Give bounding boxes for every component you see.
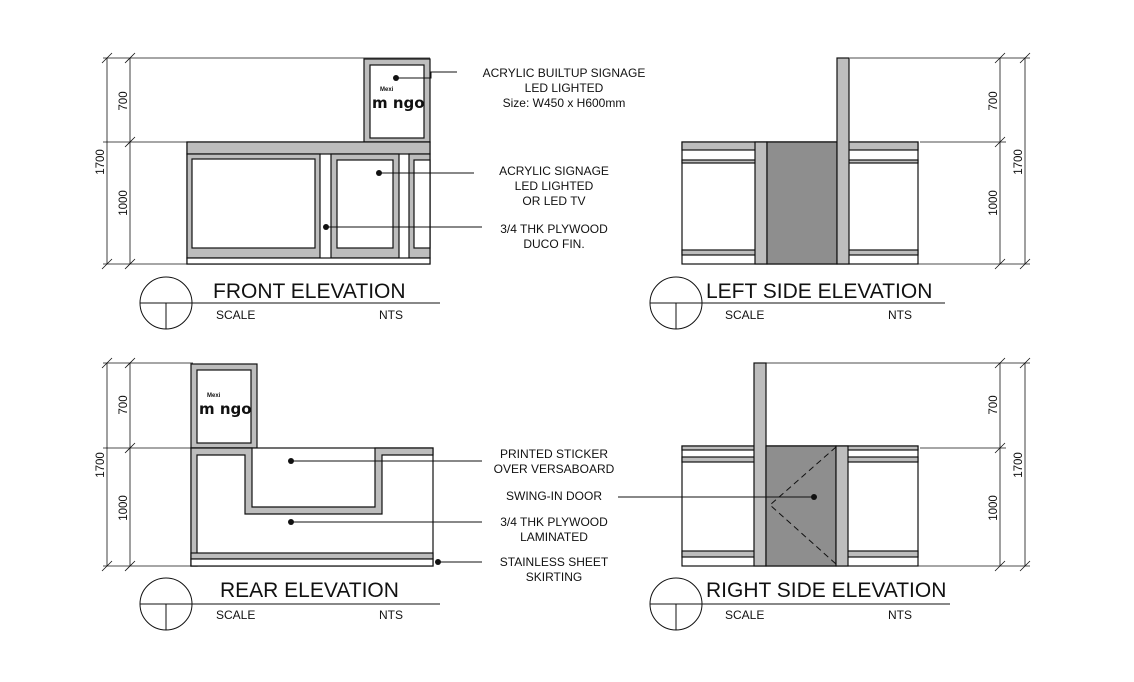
left-title-block: LEFT SIDE ELEVATION SCALE NTS xyxy=(649,276,945,330)
note-stainless-sheet: STAINLESS SHEET xyxy=(500,555,609,569)
left-dimension-lines xyxy=(850,52,1031,270)
right-dimension-lines xyxy=(765,357,1031,572)
right-dim-700: 700 xyxy=(988,395,1000,414)
right-scale-label: SCALE xyxy=(725,608,764,622)
rear-dimension-lines xyxy=(101,357,193,572)
rear-title-block: REAR ELEVATION SCALE NTS xyxy=(139,577,440,631)
note-skirting: SKIRTING xyxy=(526,570,582,584)
rear-logo-small: Mexi xyxy=(207,393,221,399)
front-title-block: FRONT ELEVATION SCALE NTS xyxy=(139,276,440,330)
right-dim-1700: 1700 xyxy=(1013,452,1025,478)
left-dim-700: 700 xyxy=(988,91,1000,110)
rear-scale-value: NTS xyxy=(379,608,403,622)
front-scale-value: NTS xyxy=(379,308,403,322)
front-elevation-title: FRONT ELEVATION xyxy=(213,280,406,303)
note-printed-sticker: PRINTED STICKER xyxy=(500,447,608,461)
rear-elevation-title: REAR ELEVATION xyxy=(220,579,399,602)
note-led-lighted-2: LED LIGHTED xyxy=(515,179,594,193)
note-laminated: LAMINATED xyxy=(520,530,588,544)
note-signage-size: Size: W450 x H600mm xyxy=(503,96,626,110)
note-duco-fin: DUCO FIN. xyxy=(523,237,584,251)
note-plywood-laminated: 3/4 THK PLYWOOD xyxy=(500,515,608,529)
rear-dim-1700: 1700 xyxy=(95,452,107,478)
note-plywood-duco: 3/4 THK PLYWOOD xyxy=(500,222,608,236)
front-scale-label: SCALE xyxy=(216,308,255,322)
left-dim-1000: 1000 xyxy=(988,190,1000,216)
left-dim-1700: 1700 xyxy=(1013,149,1025,175)
right-dim-1000: 1000 xyxy=(988,495,1000,521)
rear-scale-label: SCALE xyxy=(216,608,255,622)
left-scale-label: SCALE xyxy=(725,308,764,322)
front-logo: m ngo xyxy=(372,94,425,112)
left-scale-value: NTS xyxy=(888,308,912,322)
rear-dim-1000: 1000 xyxy=(118,495,130,521)
note-led-lighted-1: LED LIGHTED xyxy=(525,81,604,95)
front-elevation: 700 1700 1000 Mexi m ngo xyxy=(95,52,482,270)
right-elevation-title: RIGHT SIDE ELEVATION xyxy=(706,579,946,602)
note-over-versaboard: OVER VERSABOARD xyxy=(494,462,615,476)
note-swing-in-door: SWING-IN DOOR xyxy=(506,489,602,503)
note-or-led-tv: OR LED TV xyxy=(522,194,585,208)
right-side-elevation: 700 1700 1000 xyxy=(618,357,1031,572)
rear-notes: PRINTED STICKER OVER VERSABOARD SWING-IN… xyxy=(494,447,615,584)
left-elevation-title: LEFT SIDE ELEVATION xyxy=(706,280,932,303)
rear-logo: m ngo xyxy=(199,400,252,418)
front-logo-small: Mexi xyxy=(380,87,394,93)
front-notes: ACRYLIC BUILTUP SIGNAGE LED LIGHTED Size… xyxy=(483,66,646,251)
front-dim-1700: 1700 xyxy=(95,149,107,175)
right-title-block: RIGHT SIDE ELEVATION SCALE NTS xyxy=(649,577,950,631)
note-acrylic-builtup-signage: ACRYLIC BUILTUP SIGNAGE xyxy=(483,66,646,80)
rear-elevation: 700 1700 1000 Mexi m ngo xyxy=(95,357,482,572)
rear-dim-700: 700 xyxy=(118,395,130,414)
front-dim-700: 700 xyxy=(118,91,130,110)
note-acrylic-signage: ACRYLIC SIGNAGE xyxy=(499,164,609,178)
front-dim-1000: 1000 xyxy=(118,190,130,216)
left-side-elevation: 700 1700 1000 xyxy=(681,52,1031,270)
right-scale-value: NTS xyxy=(888,608,912,622)
